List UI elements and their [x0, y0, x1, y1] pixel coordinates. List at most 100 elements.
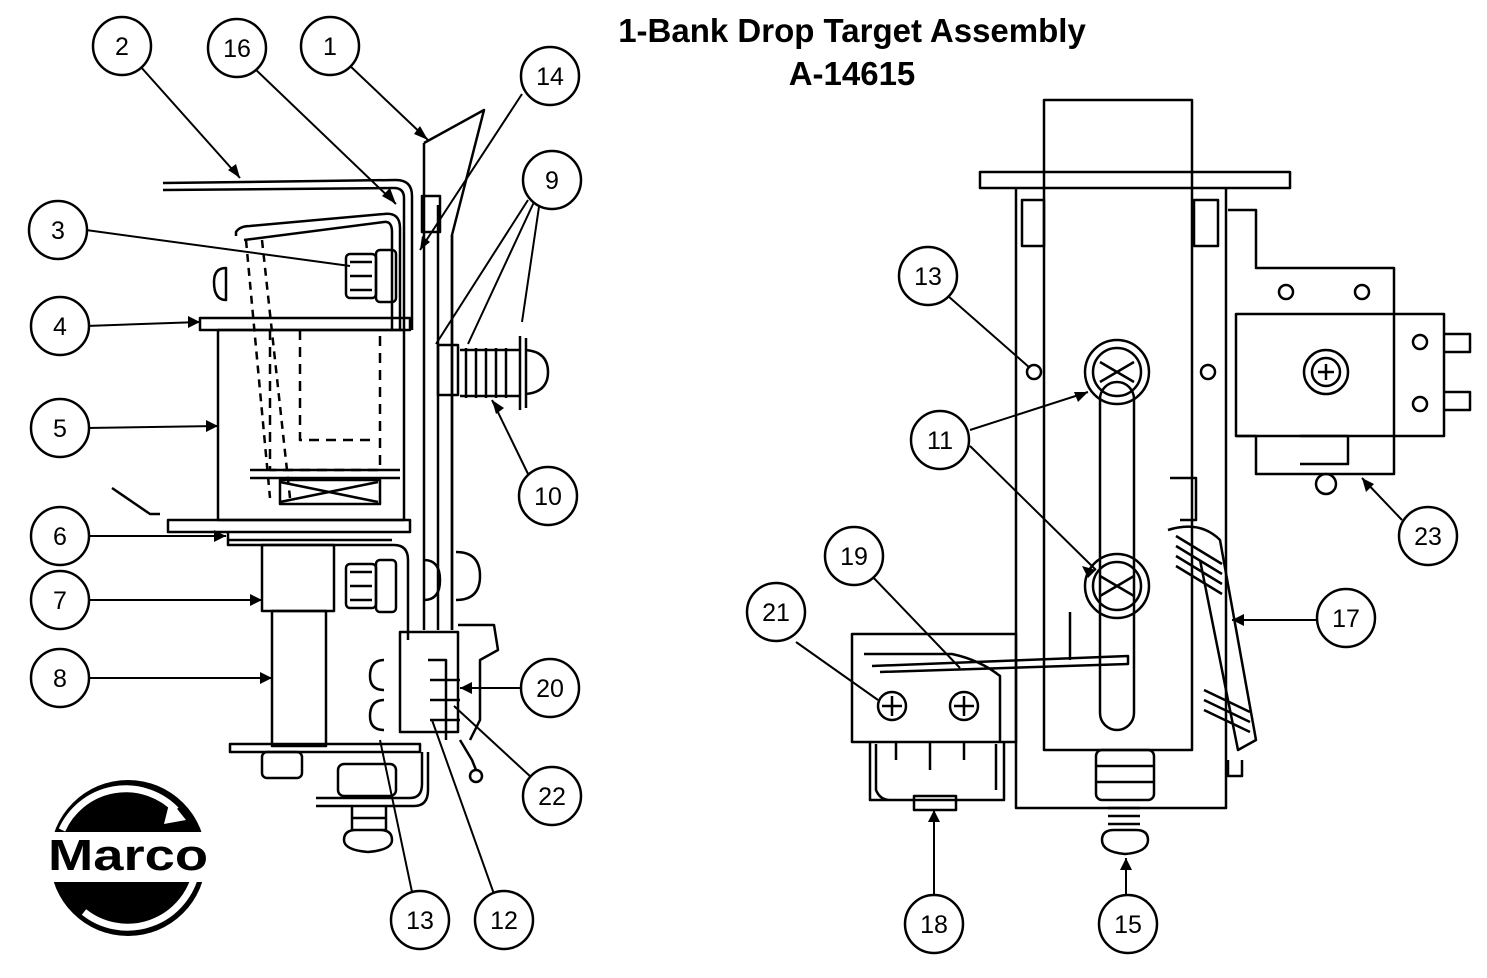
reset-spring-top	[1175, 534, 1223, 596]
mounting-plate	[422, 143, 454, 630]
callout-leader-lines	[85, 63, 1403, 896]
reset-spring-bottom	[1203, 688, 1251, 734]
coil-linkage-dashed	[244, 239, 292, 499]
logo-arrow-arc-bottom	[81, 871, 200, 931]
callout-number: 4	[53, 313, 67, 341]
top-flange	[978, 170, 1292, 190]
callout-15: 15	[1097, 893, 1159, 955]
coil-sleeve-x	[279, 480, 379, 504]
frame-tabs	[1020, 198, 1220, 248]
callout-circle	[29, 295, 91, 357]
callout-23: 23	[1397, 505, 1459, 567]
callout-circle	[29, 569, 91, 631]
callout-number: 2	[115, 33, 129, 61]
bracket-hole-3	[1411, 333, 1429, 351]
lug-tab	[111, 486, 160, 516]
bottom-nut	[1094, 748, 1156, 802]
stop-block	[260, 543, 336, 613]
spring-anchor	[1226, 760, 1244, 778]
switch-roller	[1314, 472, 1338, 496]
logo-arrow-head	[164, 800, 186, 824]
coil-bottom-lip	[250, 468, 400, 480]
bracket-hole-1	[1277, 283, 1295, 301]
post-head	[525, 348, 550, 396]
coil-bracket-bottom	[166, 518, 412, 534]
micro-switch-screw-right-cross	[954, 696, 974, 716]
switch-adjust-screw	[1302, 348, 1350, 396]
coil-bracket-top	[198, 316, 412, 332]
bottom-nut-lines	[1096, 764, 1154, 784]
bottom-screw	[342, 806, 394, 854]
bottom-nut-left	[260, 750, 304, 780]
switch-roller-housing	[1300, 434, 1350, 466]
micro-switch-screw-left-cross	[882, 696, 902, 716]
callout-number: 11	[927, 427, 953, 455]
front-view-assembly	[850, 98, 1472, 856]
callout-20: 20	[519, 657, 581, 719]
callout-circle	[473, 889, 535, 951]
switch-terminals	[1444, 332, 1472, 412]
callout-3: 3	[27, 199, 89, 261]
guide-screw-top	[1083, 338, 1151, 406]
callout-18: 18	[903, 893, 965, 955]
callout-6: 6	[29, 505, 91, 567]
target-column	[1042, 98, 1194, 752]
stop-bracket	[226, 532, 410, 640]
callout-2: 2	[91, 15, 153, 77]
callout-circle	[521, 765, 583, 827]
bottom-screw-spring	[1108, 806, 1140, 826]
callout-number: 15	[1114, 911, 1142, 939]
callout-circle	[29, 505, 91, 567]
micro-switch-lever	[871, 654, 1130, 674]
callout-22: 22	[521, 765, 583, 827]
side-rivets	[368, 658, 385, 732]
callout-number: 13	[406, 907, 434, 935]
callout-circle	[745, 581, 807, 643]
bottom-plate	[228, 742, 422, 754]
return-bracket-inner	[243, 220, 394, 330]
callout-circle	[91, 15, 153, 77]
top-bracket	[162, 178, 414, 330]
callout-circle	[206, 17, 268, 79]
callout-number: 20	[536, 675, 564, 703]
callout-12: 12	[473, 889, 535, 951]
callout-9: 9	[521, 149, 583, 211]
part-number: A-14615	[788, 55, 916, 92]
logo-arrow-arc	[58, 785, 179, 832]
marco-logo: Marco	[42, 780, 214, 936]
callout-number: 18	[920, 911, 948, 939]
bottom-l-bracket	[316, 752, 430, 808]
micro-switch-plunger	[912, 794, 958, 812]
callout-circle	[909, 409, 971, 471]
diagram-title: 1-Bank Drop Target Assembly	[618, 12, 1086, 49]
callout-circle	[1315, 587, 1377, 649]
callout-circle	[29, 397, 91, 459]
callout-number: 5	[53, 415, 67, 443]
callout-circle	[519, 45, 581, 107]
callout-16: 16	[206, 17, 268, 79]
callout-number: 1	[323, 33, 337, 61]
callout-circle	[521, 149, 583, 211]
callout-14: 14	[519, 45, 581, 107]
bracket-hole-2	[1353, 283, 1371, 301]
callout-number: 22	[538, 783, 566, 811]
callout-number: 14	[536, 63, 564, 91]
switch-body	[1234, 312, 1396, 438]
micro-switch-body	[850, 632, 1018, 744]
callout-number: 6	[53, 523, 67, 551]
frame-rivet-left	[1025, 363, 1043, 381]
callout-21: 21	[745, 581, 807, 643]
bottom-screw-head	[1100, 828, 1150, 856]
callout-number: 19	[840, 543, 868, 571]
callout-arrowheads	[188, 126, 1374, 870]
callout-number: 10	[534, 483, 562, 511]
callout-8: 8	[29, 647, 91, 709]
callout-10: 10	[517, 465, 579, 527]
micro-switch-screw-left	[876, 690, 908, 722]
callout-circle	[519, 657, 581, 719]
coil-sleeve	[278, 478, 382, 506]
guide-screw-bottom	[1083, 552, 1151, 620]
nut-middle	[344, 558, 398, 614]
